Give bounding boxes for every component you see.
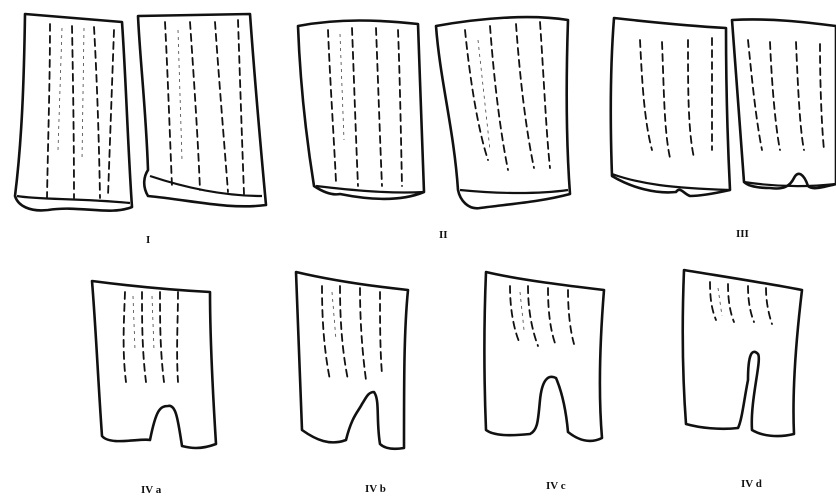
label-stage-IVc: IV c	[546, 480, 566, 492]
stage-IVc-tooth	[485, 272, 605, 441]
stage-IVb-tooth	[296, 272, 408, 449]
stage-II-tooth-left	[298, 21, 424, 200]
label-stage-IVd: IV d	[741, 478, 762, 490]
stage-III-tooth-left	[611, 18, 730, 196]
label-stage-IVa: IV a	[141, 484, 161, 496]
stage-II-tooth-right	[436, 17, 570, 208]
label-stage-IVb: IV b	[365, 483, 386, 495]
stage-III-tooth-right	[732, 19, 836, 188]
stage-IVd-tooth	[683, 270, 802, 436]
stage-I-tooth-right	[138, 14, 266, 206]
stage-I-tooth-left	[15, 14, 132, 211]
label-stage-I: I	[146, 234, 150, 246]
stage-IVa-tooth	[92, 281, 216, 448]
label-stage-II: II	[439, 229, 448, 241]
label-stage-III: III	[736, 228, 749, 240]
